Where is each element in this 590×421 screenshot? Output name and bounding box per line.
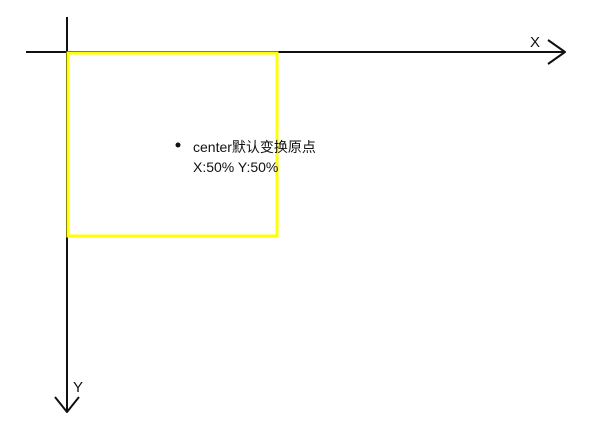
x-axis-arrowhead (547, 39, 566, 65)
origin-annotation-line2: X:50% Y:50% (193, 159, 278, 175)
x-axis-label: X (530, 34, 540, 51)
y-axis-label: Y (73, 379, 83, 396)
element-box (66, 51, 279, 238)
y-axis-arrowhead (54, 396, 80, 413)
origin-annotation-line1: center默认变换原点 (193, 139, 316, 155)
origin-center-dot (175, 142, 181, 148)
